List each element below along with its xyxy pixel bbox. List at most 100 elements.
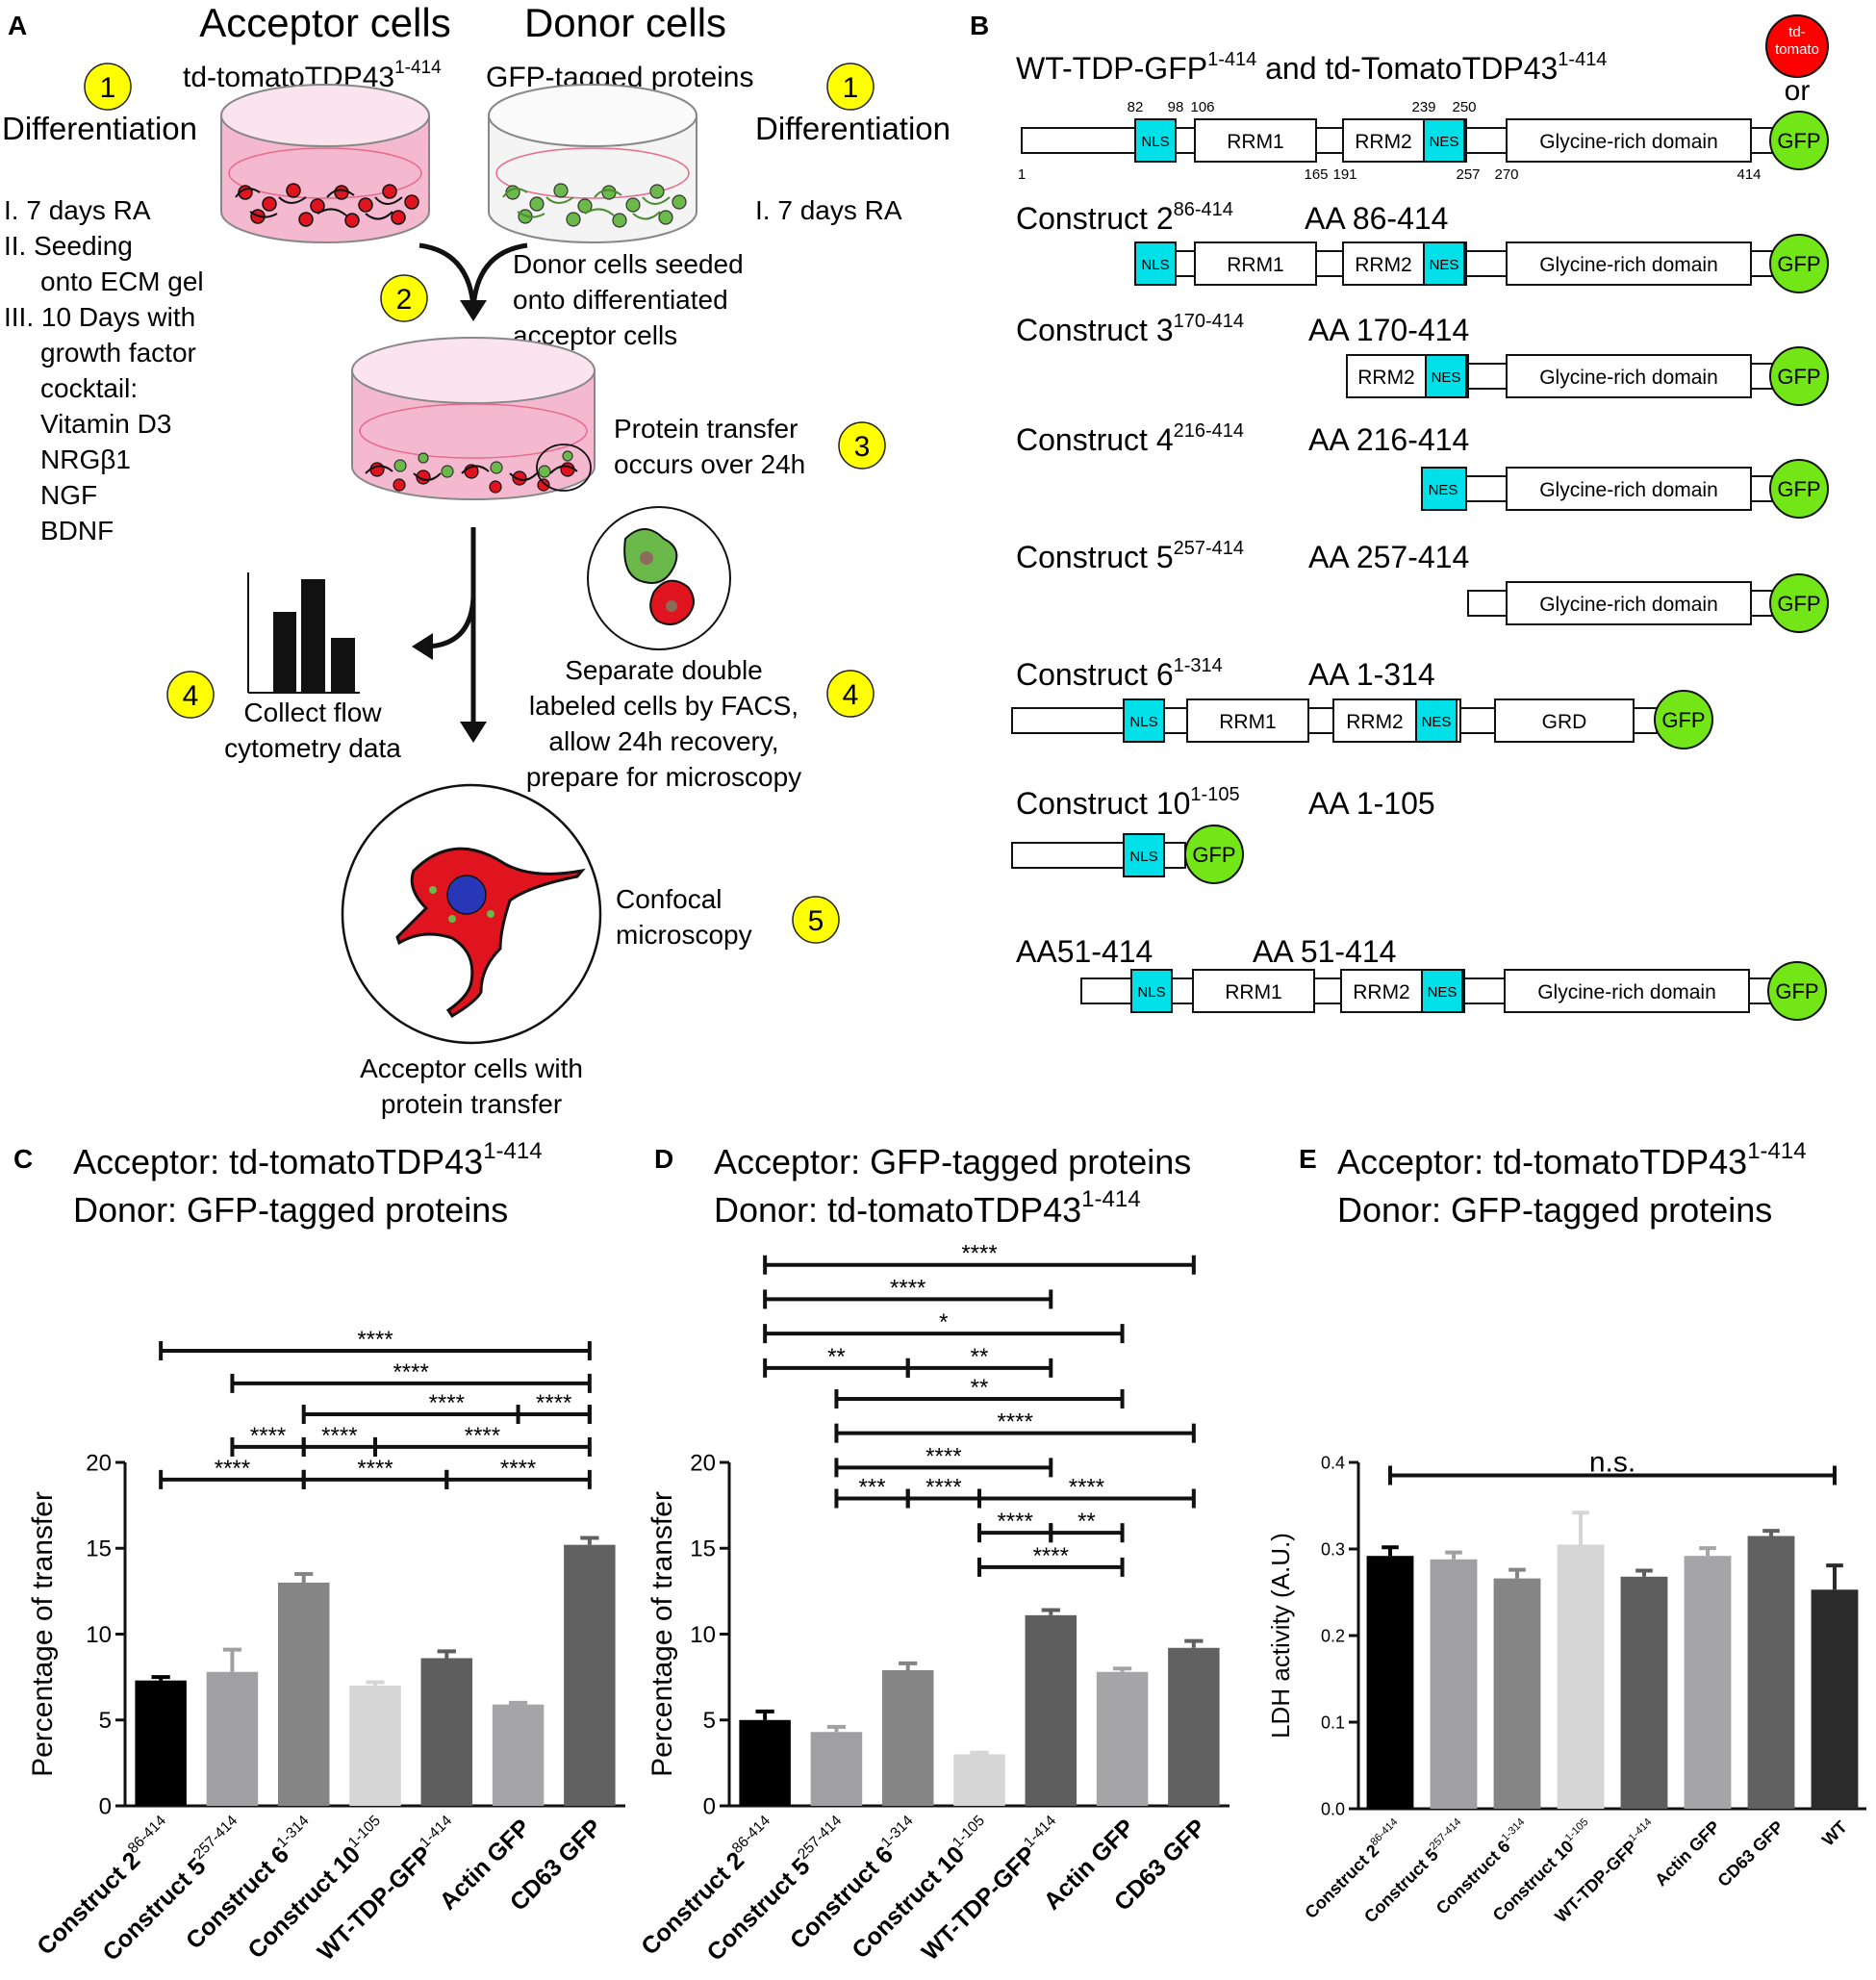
svg-text:Glycine-rich domain: Glycine-rich domain	[1539, 131, 1718, 153]
bar	[810, 1732, 863, 1806]
svg-text:Glycine-rich domain: Glycine-rich domain	[1539, 594, 1718, 616]
left-step: III. 10 Days with	[4, 302, 195, 332]
construct-2-diagram: NLS RRM1 RRM2 NES Glycine-rich domain GF…	[1134, 234, 1829, 293]
or-label: or	[1785, 75, 1811, 107]
y-tick-label: 10	[690, 1622, 716, 1648]
left-step: II. Seeding	[4, 231, 133, 261]
left-step: NRGβ1	[40, 444, 131, 474]
confocal-cell-circle	[341, 783, 602, 1045]
svg-text:191: 191	[1332, 166, 1356, 183]
svg-text:Protein transfer: Protein transfer	[614, 414, 798, 444]
step-circle-5: 5	[792, 896, 840, 944]
construct-2-label: Construct 286-414	[1016, 199, 1233, 236]
chart-e-title-line2: Donor: GFP-tagged proteins	[1337, 1190, 1772, 1230]
category-label: Actin GFP	[1651, 1817, 1724, 1891]
category-label: Construct 61-314	[783, 1813, 925, 1955]
step-circle-4-left: 4	[166, 671, 215, 719]
bar	[564, 1544, 616, 1806]
category-label: WT	[1818, 1817, 1851, 1850]
svg-text:GFP: GFP	[1777, 365, 1820, 389]
panel-letter-c: C	[13, 1144, 33, 1174]
panel-a: A Acceptor cells Donor cells td-tomatoTD…	[2, 0, 951, 1119]
acceptor-title: Acceptor cells	[199, 0, 450, 45]
svg-text:cytometry data: cytometry data	[224, 733, 401, 763]
down-arrowhead	[460, 722, 487, 743]
donor-title: Donor cells	[524, 0, 726, 45]
wt-construct-title: WT-TDP-GFP1-414 and td-TomatoTDP431-414	[1016, 49, 1607, 86]
construct-10-diagram: NLS GFP	[1011, 825, 1244, 884]
panel-b: B WT-TDP-GFP1-414 and td-TomatoTDP431-41…	[970, 11, 1829, 1021]
svg-text:Donor cells seeded: Donor cells seeded	[513, 249, 744, 279]
svg-text:RRM1: RRM1	[1227, 131, 1284, 153]
construct-6-diagram: NLS RRM1 RRM2 NES GRD GFP	[1011, 690, 1713, 749]
svg-text:protein transfer: protein transfer	[381, 1089, 562, 1119]
panel-letter-b: B	[970, 11, 989, 40]
right-step: I. 7 days RA	[755, 195, 902, 225]
bar	[1684, 1556, 1732, 1809]
donor-dish	[488, 84, 697, 243]
significance-label: ****	[357, 1456, 393, 1482]
construct-6-label: Construct 61-314	[1016, 655, 1223, 692]
y-tick-label: 15	[86, 1536, 112, 1562]
bar	[1557, 1544, 1605, 1809]
svg-text:NES: NES	[1430, 257, 1459, 273]
y-axis-label: Percentage of transfer	[646, 1491, 678, 1777]
svg-text:tomato: tomato	[1775, 41, 1819, 58]
svg-text:3: 3	[854, 431, 871, 463]
bar	[349, 1686, 401, 1806]
aa51-label: AA51-414	[1016, 934, 1153, 969]
svg-text:98: 98	[1168, 99, 1184, 115]
significance-label: **	[971, 1344, 989, 1370]
svg-text:GRD: GRD	[1542, 711, 1587, 733]
bar	[206, 1671, 259, 1806]
y-tick-label: 20	[86, 1450, 112, 1476]
svg-text:GFP: GFP	[1777, 592, 1820, 616]
y-tick-label: 0	[99, 1793, 112, 1819]
svg-text:4: 4	[843, 679, 859, 711]
merge-arrow-left	[418, 242, 476, 309]
y-tick-label: 0.2	[1321, 1626, 1345, 1645]
svg-text:GFP: GFP	[1777, 252, 1820, 276]
svg-text:RRM1: RRM1	[1225, 981, 1282, 1003]
significance-label: **	[827, 1344, 846, 1370]
step-circle-4-right: 4	[826, 670, 875, 718]
bar	[1430, 1559, 1478, 1809]
svg-text:239: 239	[1411, 99, 1435, 115]
significance-label: ****	[890, 1275, 925, 1301]
acceptor-dish	[220, 84, 430, 243]
svg-text:RRM2: RRM2	[1355, 254, 1412, 276]
step-circle-1-left: 1	[84, 63, 132, 111]
y-axis-label: LDH activity (A.U.)	[1266, 1533, 1295, 1739]
svg-text:RRM2: RRM2	[1357, 367, 1415, 389]
left-step: Vitamin D3	[40, 409, 171, 439]
y-tick-label: 10	[86, 1622, 112, 1648]
significance-label: ****	[500, 1456, 536, 1482]
bar	[953, 1754, 1005, 1806]
y-tick-label: 5	[99, 1708, 112, 1734]
construct-10-aa: AA 1-105	[1308, 786, 1435, 821]
bar	[1811, 1589, 1859, 1809]
svg-text:onto differentiated: onto differentiated	[513, 285, 728, 315]
y-tick-label: 0	[703, 1793, 716, 1819]
panel-letter-a: A	[8, 11, 27, 40]
flow-text: Collect flow cytometry data	[224, 698, 401, 763]
svg-text:td-: td-	[1788, 24, 1806, 40]
y-tick-label: 15	[690, 1536, 716, 1562]
panel-d: D Acceptor: GFP-tagged proteins Donor: t…	[636, 1142, 1230, 1967]
svg-text:Glycine-rich domain: Glycine-rich domain	[1539, 254, 1718, 276]
svg-text:GFP: GFP	[1192, 843, 1235, 867]
merge-arrowhead	[460, 300, 487, 321]
tomato-badge: td- tomato	[1765, 14, 1829, 78]
svg-text:GFP: GFP	[1777, 129, 1820, 153]
significance-label: ****	[429, 1390, 465, 1416]
y-tick-label: 0.3	[1321, 1539, 1345, 1559]
svg-text:Confocal: Confocal	[616, 884, 723, 914]
left-step: NGF	[40, 480, 97, 510]
significance-label: ****	[925, 1443, 961, 1469]
svg-text:Collect flow: Collect flow	[243, 698, 382, 727]
significance-label: ****	[997, 1509, 1032, 1535]
construct-4-label: Construct 4216-414	[1016, 420, 1244, 457]
svg-text:165: 165	[1304, 166, 1328, 183]
svg-text:RRM1: RRM1	[1219, 711, 1277, 733]
